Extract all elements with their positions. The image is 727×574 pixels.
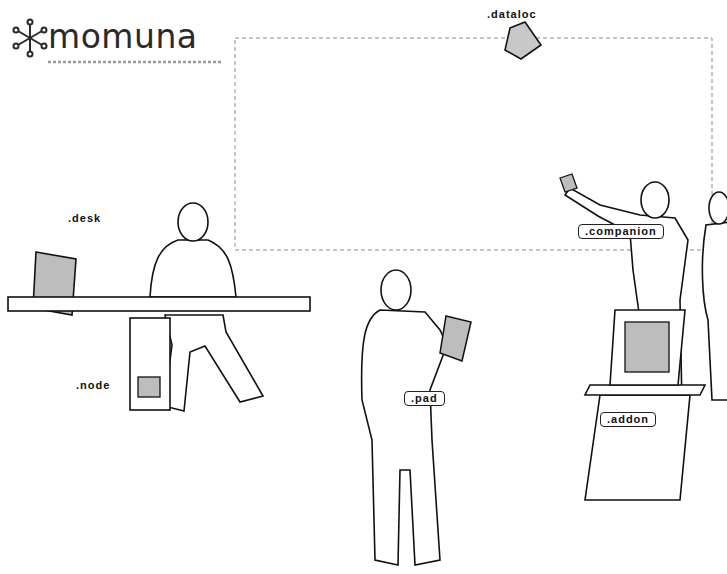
- part-label: .addon: [600, 412, 656, 427]
- logo-title: momuna: [48, 19, 198, 55]
- person-silhouette: [565, 182, 688, 412]
- pad-device: [440, 316, 471, 361]
- node-tower: [130, 318, 170, 410]
- dataloc-device: [505, 22, 541, 59]
- logo-symbol: [14, 20, 47, 57]
- part-label: .dataloc: [487, 8, 537, 21]
- part-label: .pad: [404, 391, 445, 406]
- part-label: .node: [76, 379, 110, 392]
- addon-kiosk: [585, 310, 705, 500]
- companion-device: [560, 174, 577, 192]
- logo-subtitle-strip: [48, 61, 222, 64]
- person-silhouette: [702, 192, 727, 400]
- desk-table: [8, 297, 310, 311]
- part-label: .companion: [578, 224, 664, 239]
- part-label: .desk: [68, 212, 101, 225]
- node-screen: [138, 377, 160, 397]
- person-silhouette: [362, 270, 447, 565]
